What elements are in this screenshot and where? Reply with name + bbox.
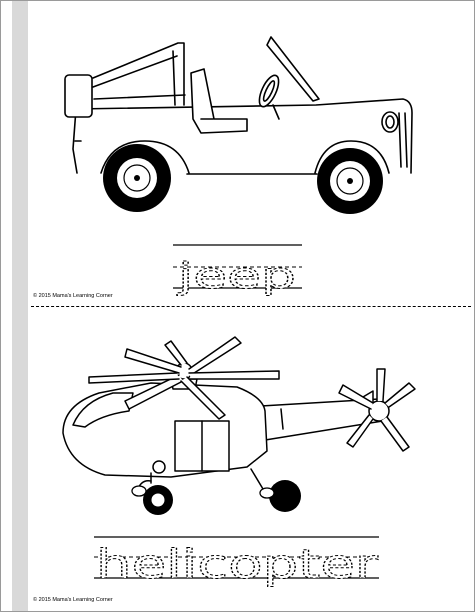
jeep-trace-word: jeep — [176, 256, 296, 297]
helicopter-handwriting-lines — [94, 536, 379, 579]
helicopter-drawing — [62, 336, 416, 492]
jeep-handwriting-lines — [173, 244, 302, 289]
jeep-front-wheel — [317, 148, 383, 214]
copyright-top: © 2015 Mama's Learning Corner — [33, 293, 113, 299]
helicopter-wheels — [131, 480, 301, 515]
jeep-rear-wheel — [103, 144, 171, 212]
cut-line-divider — [31, 306, 471, 307]
copyright-bottom: © 2015 Mama's Learning Corner — [33, 597, 113, 603]
left-gutter-strip — [12, 1, 28, 611]
helicopter-trace-word: helicopter — [96, 542, 379, 588]
